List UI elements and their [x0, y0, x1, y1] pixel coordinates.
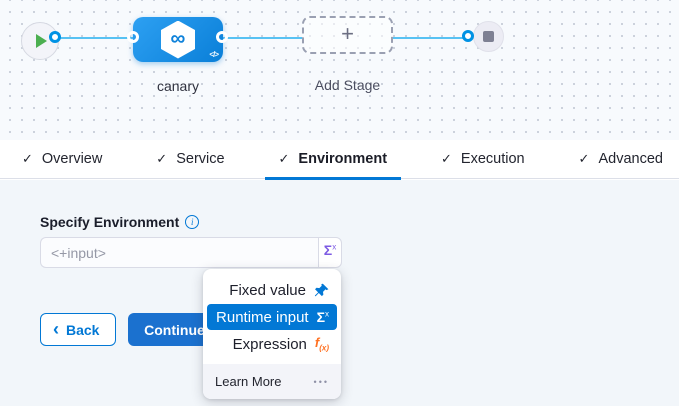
- edge-stage-to-add: [222, 37, 303, 39]
- check-icon: ✓: [156, 151, 168, 166]
- tab-environment[interactable]: ✓ Environment: [264, 140, 402, 180]
- chevron-left-icon: ‹: [53, 318, 59, 339]
- pin-icon: [314, 283, 329, 298]
- stage-node-canary[interactable]: ∞ </>: [133, 17, 223, 62]
- info-icon[interactable]: i: [185, 215, 200, 229]
- connector-port[interactable]: [216, 31, 228, 43]
- input-type-dropdown: Fixed value Runtime input Σx Expression …: [203, 269, 341, 399]
- tab-service[interactable]: ✓ Service: [156, 151, 225, 167]
- add-stage-node[interactable]: +: [302, 16, 393, 54]
- runtime-input-icon: Σx: [323, 242, 337, 258]
- environment-tab-panel: Specify Environment i Σx ‹ Back Continue…: [0, 180, 679, 406]
- back-button[interactable]: ‹ Back: [40, 313, 117, 346]
- check-icon: ✓: [578, 151, 590, 166]
- deployment-hexagon-icon: ∞: [161, 20, 195, 59]
- environment-input[interactable]: [40, 237, 318, 268]
- menu-item-runtime-input[interactable]: Runtime input Σx: [207, 304, 337, 330]
- expression-icon: f(x): [314, 334, 329, 353]
- check-icon: ✓: [441, 151, 452, 166]
- specify-environment-label: Specify Environment: [40, 214, 180, 230]
- stage-name-label[interactable]: canary: [156, 78, 200, 94]
- connector-port[interactable]: [49, 31, 61, 43]
- edge-add-to-end: [393, 37, 469, 39]
- tab-advanced[interactable]: ✓ Advanced: [578, 151, 663, 167]
- check-icon: ✓: [278, 151, 290, 166]
- stop-icon: [483, 31, 494, 42]
- tab-overview[interactable]: ✓ Overview: [22, 151, 103, 167]
- edge-start-to-stage: [56, 37, 134, 39]
- check-icon: ✓: [22, 151, 33, 166]
- stage-config-tabs: ✓ Overview ✓ Service ✓ Environment ✓ Exe…: [0, 140, 679, 180]
- active-tab-underline: [264, 176, 402, 180]
- ellipsis-icon[interactable]: •••: [313, 376, 329, 387]
- pipeline-end-node: [473, 21, 504, 52]
- infinity-icon: ∞: [170, 27, 186, 50]
- menu-item-expression[interactable]: Expression f(x): [232, 334, 329, 353]
- dropdown-footer: Learn More •••: [203, 364, 341, 399]
- menu-item-fixed-value[interactable]: Fixed value: [207, 277, 337, 303]
- learn-more-link[interactable]: Learn More: [215, 374, 282, 389]
- wizard-buttons: ‹ Back Continue: [40, 313, 221, 346]
- connector-port[interactable]: [462, 30, 474, 42]
- tab-execution[interactable]: ✓ Execution: [441, 151, 525, 167]
- runtime-input-icon: Σx: [316, 309, 329, 325]
- add-stage-label[interactable]: Add Stage: [314, 77, 381, 93]
- play-icon: [36, 34, 47, 48]
- connector-port[interactable]: [127, 31, 139, 43]
- runtime-input-type-button[interactable]: Σx: [318, 237, 342, 268]
- specify-environment-row: Specify Environment i: [40, 214, 200, 230]
- plus-icon: +: [341, 21, 354, 46]
- code-icon[interactable]: </>: [209, 50, 219, 59]
- environment-input-group: Σx: [40, 237, 342, 268]
- pipeline-canvas: ∞ </> + canary Add Stage: [0, 0, 679, 140]
